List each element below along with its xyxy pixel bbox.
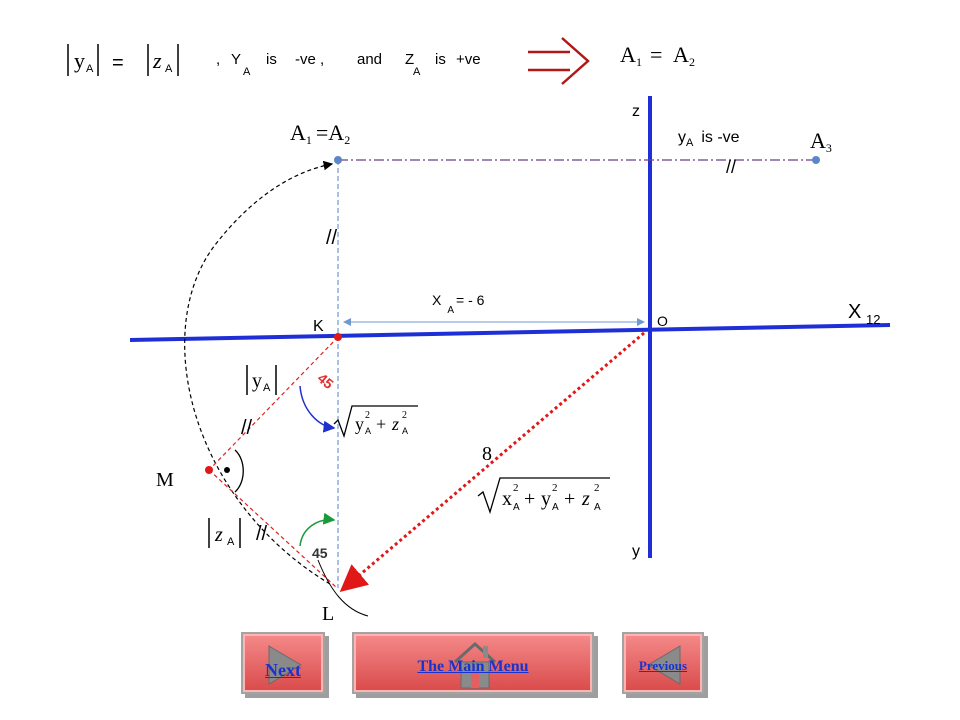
svg-text:z: z [581,488,590,510]
header-abs-z-sub: A [165,63,173,75]
label-x-axis-number: 12 [866,312,880,327]
km-line [208,336,339,471]
svg-text:A: A [365,426,371,436]
next-button[interactable]: Next [241,632,325,694]
label-m: M [156,469,174,491]
label-origin: O [657,313,668,329]
equal-tick-ml: // [256,523,268,545]
svg-text:2: 2 [513,482,519,494]
header-is-2: is [435,51,446,68]
svg-text:y: y [252,370,262,392]
header-negative: -ve , [295,51,324,68]
sqrt-yz-formula: y 2 A + z 2 A [333,405,418,439]
x-axis-line [129,323,891,342]
equal-tick-km: // [241,417,253,439]
result-sub1: 1 [636,55,642,69]
svg-text:2: 2 [365,410,370,421]
header-abs-y: y [74,48,85,73]
ml-line [208,469,338,589]
header-comma: , [216,51,220,68]
label-a1a2: A1=A2 [290,120,350,147]
label-y-axis: y [632,543,640,560]
home-icon [453,641,497,689]
svg-text:y: y [355,414,364,434]
svg-text:+: + [564,488,575,510]
point-a3 [812,156,820,164]
point-k [334,333,342,341]
play-left-icon [647,645,681,685]
abs-za-label: z A [208,518,241,548]
main-menu-label: The Main Menu [417,658,529,675]
header-abs-y-sub: A [86,63,94,75]
header-abs-z: z [152,48,162,73]
label-xa-value: XA= - 6 [432,292,485,316]
label-a3: A3 [810,128,832,155]
svg-text:A: A [263,382,271,394]
play-right-icon [268,645,302,685]
svg-text:A: A [402,426,408,436]
rotation-arc [184,160,334,585]
previous-label: Previous [638,658,688,673]
svg-text:z: z [214,524,223,546]
header-cond-y-sub: A [243,66,251,78]
header-and: and [357,51,382,68]
svg-text:A: A [552,502,559,513]
svg-text:A: A [594,502,601,513]
result-sub2: 2 [689,55,695,69]
equal-tick-vertical: // [326,227,338,249]
distance-label: 8 [482,443,492,465]
label-k: K [313,318,324,335]
sqrt-xyz-formula: x 2 A + y 2 A + z 2 A [477,477,610,515]
svg-text:+: + [524,488,535,510]
header-cond-z-sub: A [413,66,421,78]
header-cond-z: Z [405,51,414,68]
svg-text:A: A [227,536,235,548]
next-label: Next [265,660,301,680]
svg-text:2: 2 [594,482,600,494]
svg-text:x: x [502,488,512,510]
implies-arrow-icon [528,37,590,85]
label-l: L [322,603,334,625]
previous-button[interactable]: Previous [622,632,704,694]
distance-arrow [339,331,645,592]
result-eq: = [650,42,662,67]
svg-text:z: z [391,414,399,434]
equal-tick-top: // [726,157,736,177]
svg-text:y: y [541,488,551,510]
point-m [205,466,213,474]
angle-arc-bottom [299,512,336,547]
svg-text:+: + [376,414,386,434]
svg-text:2: 2 [552,482,558,494]
right-angle-arc [234,449,244,493]
angle-arc-top [299,385,336,433]
right-angle-dot [224,467,230,473]
svg-text:A: A [513,502,520,513]
angle-label-top: 45 [315,370,337,392]
result-a1: A [620,42,636,67]
header-cond-y: Y [231,51,241,68]
main-menu-button[interactable]: The Main Menu [352,632,594,694]
header-positive: +ve [456,51,481,68]
label-x-axis: X [848,301,861,323]
abs-ya-label: y A [246,365,277,395]
arc-at-l [317,559,369,617]
header-formula: y A = z A , Y A is -ve , and Z A is +ve … [67,37,695,85]
point-a1a2 [334,156,342,164]
header-is-1: is [266,51,277,68]
result-a2: A [673,42,689,67]
label-z-axis: z [632,103,640,120]
angle-label-bottom: 45 [312,545,328,561]
header-equals: = [112,52,124,74]
svg-text:2: 2 [402,410,407,421]
